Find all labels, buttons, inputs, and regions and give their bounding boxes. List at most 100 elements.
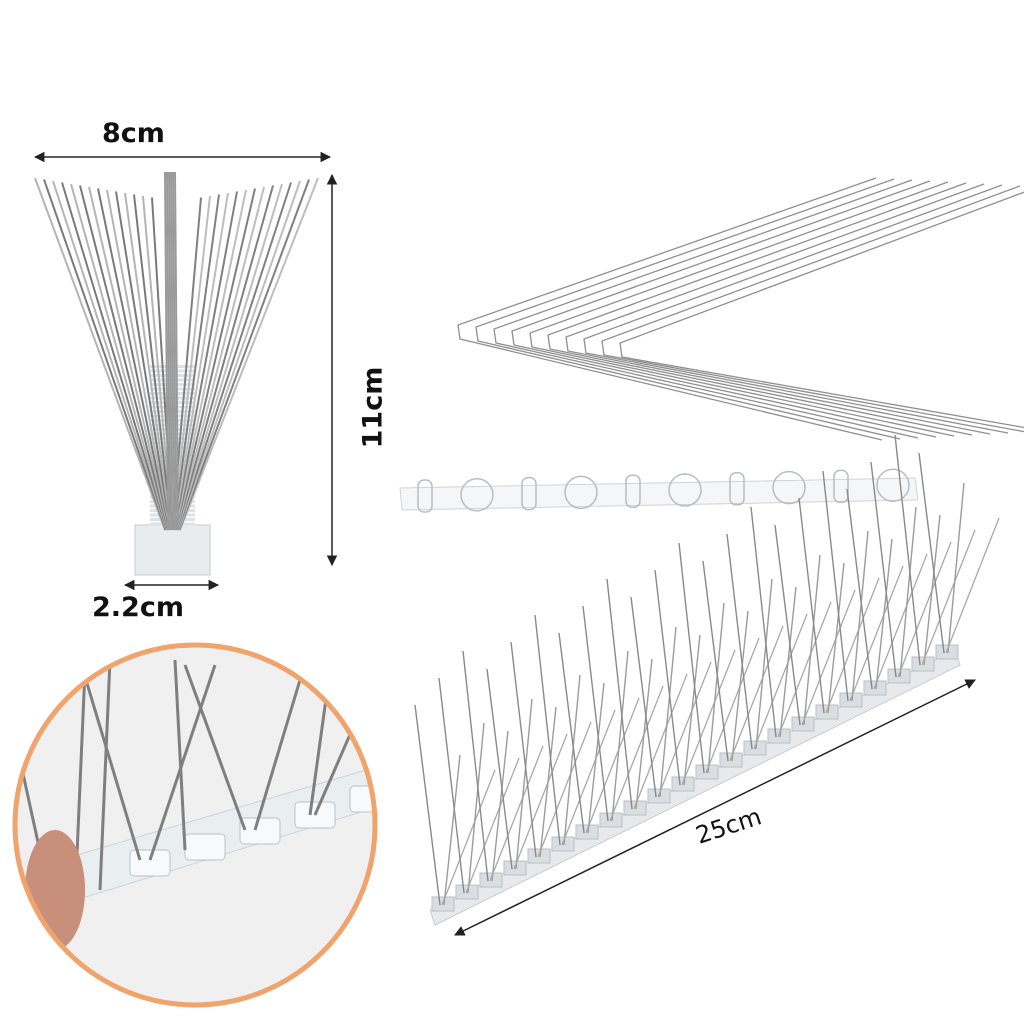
bent-wire (457, 177, 883, 441)
spike-rod (822, 470, 849, 702)
spike-rod (921, 529, 976, 666)
spike-rod (174, 189, 247, 531)
spike-rod (678, 542, 705, 774)
closeup-rod (98, 659, 112, 891)
spike-rod (172, 171, 177, 531)
spike-rod (443, 754, 461, 906)
spike-rod (179, 177, 319, 531)
spike-rod (462, 650, 489, 882)
spike-rod (106, 189, 171, 531)
spike-rod (97, 188, 171, 531)
spike-rod (534, 614, 561, 846)
closeup-rod (183, 664, 247, 831)
spike-rod (606, 578, 633, 810)
spike-rod (177, 180, 301, 531)
spike-rod (177, 182, 292, 531)
bent-wire (475, 178, 901, 440)
closeup-photo (12, 642, 378, 1008)
spike-rod (61, 182, 168, 531)
spike-rod (918, 452, 945, 654)
spike-rod (875, 538, 893, 690)
strip-mount (772, 470, 806, 505)
spike-rod (486, 668, 513, 870)
spike-rod (173, 191, 238, 531)
spike-rod (88, 186, 170, 531)
spike-end-view (34, 171, 319, 576)
spike-rod (947, 482, 965, 654)
strip-body (399, 477, 919, 511)
spike-rod (630, 596, 657, 798)
spike-rod (176, 185, 274, 531)
spike-rod (587, 682, 605, 834)
spike-rod (750, 506, 777, 738)
bent-wire (565, 183, 991, 435)
spike-rod (774, 524, 801, 726)
spike-rod (174, 171, 179, 531)
spike-rod (846, 488, 873, 690)
spike-rod (176, 183, 283, 531)
plastic-base-strip (399, 468, 919, 513)
strip-mount (460, 478, 494, 512)
finger (25, 830, 85, 950)
spike-rod (582, 605, 609, 822)
spike-rod (851, 530, 869, 702)
closeup-clip (129, 849, 171, 877)
spike-rod (798, 497, 825, 714)
closeup-rod (78, 659, 142, 861)
spike-rod (174, 188, 256, 531)
spike-rod (171, 195, 211, 531)
spike-rod (124, 192, 172, 531)
spike-rod (558, 632, 585, 834)
spike-rod (178, 179, 310, 531)
spike-rod (70, 183, 169, 531)
strip-mount (876, 468, 910, 502)
height-label: 11cm (357, 366, 389, 449)
strip-slot (833, 469, 849, 504)
spike-rod (175, 186, 265, 531)
spike-rod (870, 461, 897, 678)
closeup-clip (184, 833, 226, 861)
spike-rod (923, 514, 941, 666)
spike-rod (168, 171, 173, 531)
bent-wire (529, 181, 955, 437)
spike-rod (945, 517, 1000, 654)
spike-rod (731, 610, 749, 762)
strip-slot (729, 472, 745, 506)
spike-rod (133, 194, 173, 531)
base-label: 2.2cm (92, 592, 184, 623)
spike-rod (510, 641, 537, 858)
bent-wire (547, 182, 973, 436)
base-block (134, 524, 211, 576)
spike-rod (779, 586, 797, 738)
bent-wire (619, 191, 1024, 429)
spike-rod (414, 704, 441, 906)
spike-rod (166, 171, 171, 531)
spike-rod (52, 180, 168, 531)
spike-rod (173, 192, 229, 531)
spike-rod (491, 730, 509, 882)
strip-slot (521, 476, 537, 511)
spike-rod (438, 677, 465, 894)
spike-rod (172, 194, 220, 531)
spike-rod (873, 553, 928, 690)
closeup-rod (253, 679, 302, 831)
bent-wire (583, 184, 1009, 434)
spike-rod (170, 171, 175, 531)
strip-mount (668, 473, 702, 507)
bent-wire (511, 180, 937, 438)
closeup-clip (239, 817, 281, 845)
spike-rod (115, 191, 172, 531)
spike-rod (164, 171, 169, 531)
spike-rod (899, 506, 917, 678)
spike-rod (79, 185, 169, 531)
spike-rod (726, 533, 753, 750)
bent-wires-set (457, 177, 1024, 441)
spike-rod (654, 569, 681, 786)
length-dimension-line (454, 679, 976, 936)
spike-rod (34, 177, 166, 531)
spike-rod (849, 565, 904, 702)
bent-wire (601, 185, 1024, 433)
strip-mount (564, 475, 598, 510)
width-label: 8cm (102, 118, 165, 149)
